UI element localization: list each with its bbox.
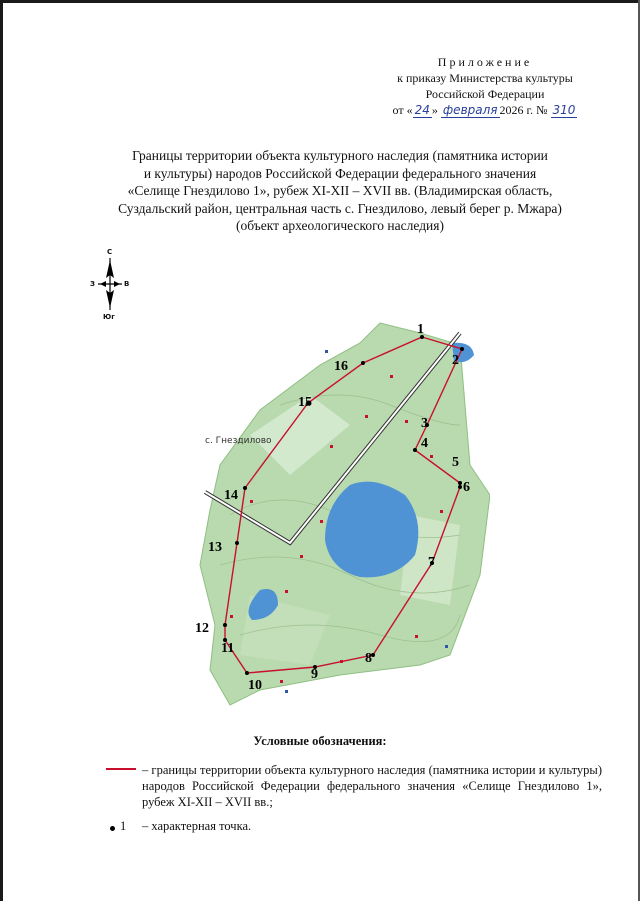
- date-year: 2026 г. №: [499, 103, 548, 117]
- point-label-8: 8: [365, 651, 372, 666]
- point-label-11: 11: [221, 641, 235, 656]
- legend-boundary-text: – границы территории объекта культурного…: [142, 763, 602, 809]
- compass-north: С: [107, 248, 113, 256]
- point-label-6: 6: [463, 480, 470, 495]
- point-label-3: 3: [421, 416, 428, 431]
- compass-arrow-icon: [98, 258, 122, 310]
- title-line-2: и культуры) народов Российской Федерации…: [143, 165, 537, 181]
- handwritten-month: февраля: [440, 103, 500, 118]
- document-title: Границы территории объекта культурного н…: [80, 147, 600, 235]
- boundary-map: [190, 315, 491, 725]
- date-prefix: от «: [392, 103, 413, 117]
- point-label-2: 2: [452, 353, 459, 368]
- handwritten-day: 24: [412, 103, 432, 118]
- point-label-4: 4: [421, 436, 428, 451]
- title-line-3: «Селище Гнездилово 1», рубеж XI-XII – XV…: [127, 183, 553, 198]
- point-label-5: 5: [452, 455, 459, 470]
- legend-boundary-swatch: [106, 768, 136, 770]
- appendix-block: Приложение к приказу Министерства культу…: [360, 54, 610, 118]
- compass-rose: С Юг З В: [88, 248, 132, 324]
- title-line-5: (объект археологического наследия): [236, 218, 444, 233]
- village-label: с. Гнездилово: [205, 436, 272, 446]
- point-label-12: 12: [195, 621, 209, 636]
- point-label-13: 13: [208, 540, 222, 555]
- boundary-map-graphic: [199, 322, 491, 706]
- appendix-ministry-line: Российской Федерации: [425, 87, 545, 101]
- point-label-1: 1: [417, 322, 424, 337]
- compass-south: Юг: [103, 313, 115, 321]
- lake-small: [248, 589, 278, 620]
- legend-point-text: – характерная точка.: [142, 819, 252, 833]
- appendix-heading: Приложение: [437, 55, 533, 69]
- scan-edge-right: [638, 0, 640, 901]
- title-line-1: Границы территории объекта культурного н…: [132, 148, 548, 163]
- point-label-15: 15: [298, 395, 312, 410]
- scan-edge-left: [0, 0, 3, 901]
- point-label-7: 7: [428, 555, 435, 570]
- scan-edge-top: [0, 0, 640, 3]
- point-label-10: 10: [248, 678, 262, 693]
- legend-title: Условные обозначения:: [253, 734, 387, 748]
- title-line-4: Суздальский район, центральная часть с. …: [118, 200, 562, 216]
- date-mid: »: [431, 103, 441, 117]
- legend-point-number: 1: [120, 819, 127, 833]
- lake-main: [325, 481, 419, 578]
- legend-point-dot-icon: [110, 826, 115, 831]
- compass-east: В: [124, 280, 130, 288]
- point-label-14: 14: [224, 488, 238, 503]
- compass-west: З: [90, 280, 95, 288]
- appendix-order-line: к приказу Министерства культуры: [397, 71, 573, 85]
- point-label-16: 16: [334, 359, 348, 374]
- point-label-9: 9: [311, 667, 318, 682]
- handwritten-order-number: 310: [550, 103, 578, 118]
